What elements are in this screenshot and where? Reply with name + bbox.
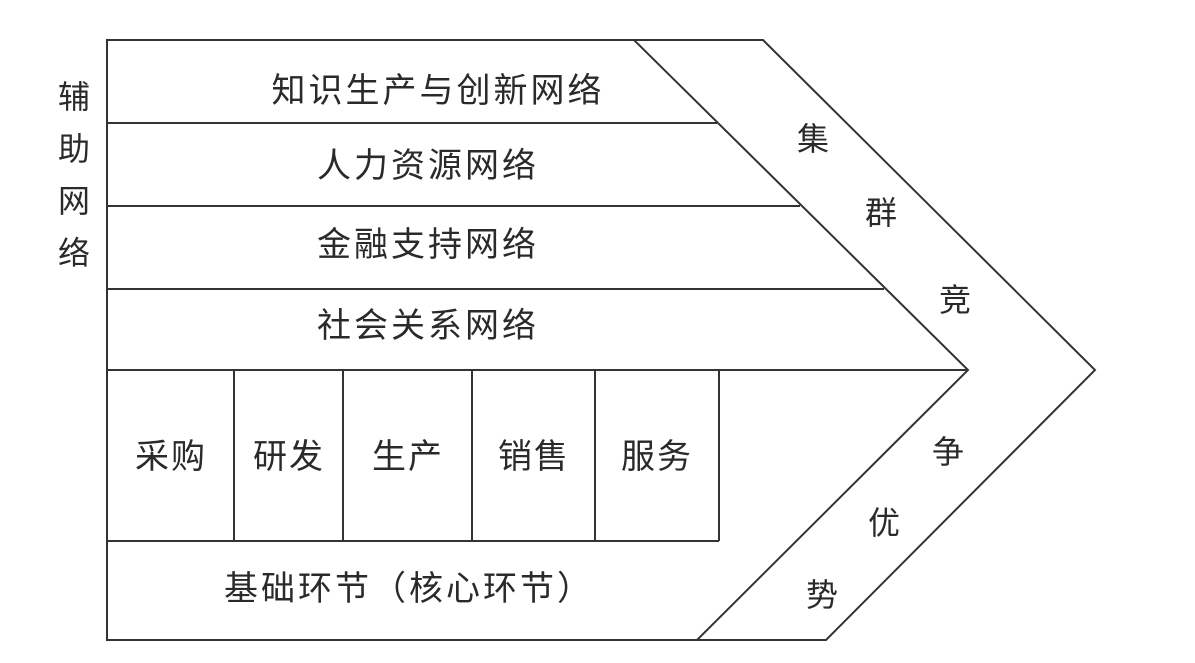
support-label-char: 络 xyxy=(58,234,90,272)
support-label-char: 助 xyxy=(58,130,90,168)
support-networks-label: 辅 助 网 络 xyxy=(58,78,90,272)
outcome-char: 势 xyxy=(806,576,838,614)
competitive-advantage-label: 集 群 竞 争 优 势 xyxy=(797,120,971,614)
support-label-char: 网 xyxy=(58,182,90,220)
outcome-char: 集 xyxy=(797,120,829,158)
network-knowledge-innovation: 知识生产与创新网络 xyxy=(272,71,605,111)
outcome-char: 争 xyxy=(932,433,964,471)
outcome-char: 竞 xyxy=(939,281,971,319)
activity-production: 生产 xyxy=(372,437,444,477)
activity-procurement: 采购 xyxy=(135,437,207,477)
outcome-char: 群 xyxy=(865,194,897,232)
network-financial-support: 金融支持网络 xyxy=(317,225,539,265)
activity-sales: 销售 xyxy=(498,437,570,477)
network-social-relations: 社会关系网络 xyxy=(317,306,539,346)
diagram-outline xyxy=(106,39,1097,641)
activity-service: 服务 xyxy=(621,437,693,477)
network-human-resources: 人力资源网络 xyxy=(317,146,539,186)
activity-rnd: 研发 xyxy=(253,437,325,477)
support-label-char: 辅 xyxy=(58,78,90,116)
outcome-char: 优 xyxy=(868,504,900,542)
core-foundation-label: 基础环节（核心环节） xyxy=(224,569,594,609)
